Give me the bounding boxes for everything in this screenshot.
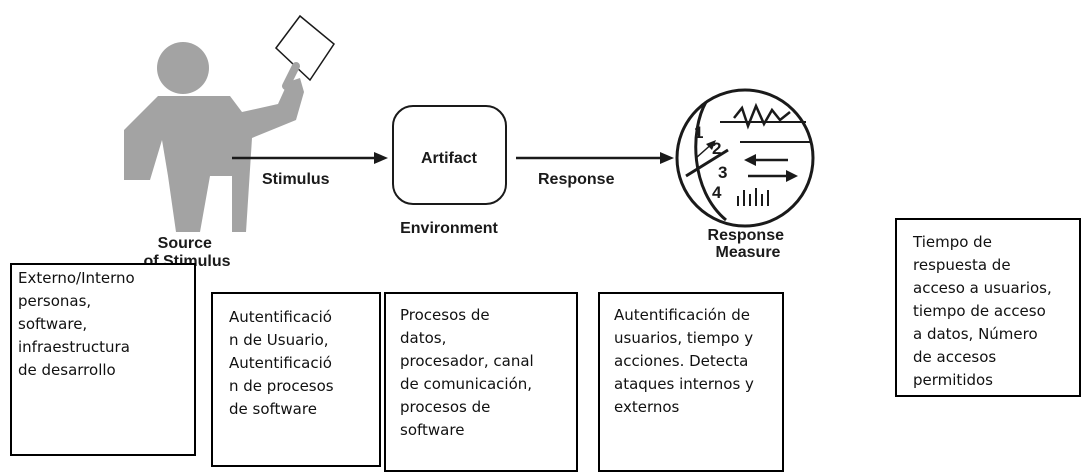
dial-number-1: 1 bbox=[694, 123, 703, 142]
dial-number-3: 3 bbox=[718, 163, 727, 182]
response-label: Response bbox=[538, 171, 615, 188]
dial-number-2: 2 bbox=[712, 139, 721, 158]
environment-description-box: Procesos de datos, procesador, canal de … bbox=[384, 292, 578, 472]
person-figure bbox=[124, 42, 304, 232]
artifact-label: Artifact bbox=[421, 150, 478, 167]
source-description-box: Externo/Interno personas, software, infr… bbox=[10, 263, 196, 456]
environment-label: Environment bbox=[400, 220, 498, 237]
dial-number-4: 4 bbox=[712, 183, 722, 202]
response-measure-description-box: Tiempo de respuesta de acceso a usuarios… bbox=[895, 218, 1081, 397]
stimulus-description-box: Autentificació n de Usuario, Autentifica… bbox=[211, 292, 381, 467]
stimulus-label: Stimulus bbox=[262, 171, 330, 188]
stimulus-arrow bbox=[232, 152, 388, 164]
response-measure-label: Response Measure bbox=[708, 227, 789, 261]
response-arrow bbox=[516, 152, 674, 164]
response-description-box: Autentificación de usuarios, tiempo y ac… bbox=[598, 292, 784, 472]
artifact-box bbox=[392, 105, 507, 205]
paper-icon bbox=[274, 14, 336, 90]
response-measure-icon bbox=[675, 88, 815, 228]
